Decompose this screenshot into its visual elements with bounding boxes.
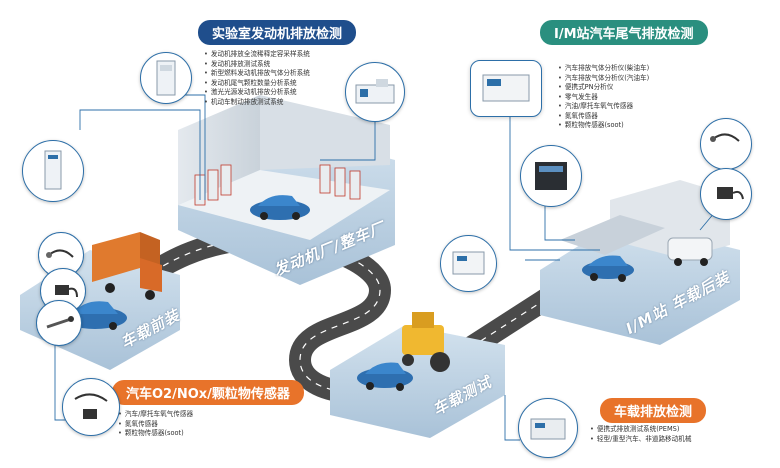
- soot-sensor-icon: [36, 300, 82, 346]
- cabinet-icon: [22, 140, 84, 202]
- onboard-platform: [330, 325, 505, 438]
- sensor-kit-icon: [62, 378, 120, 436]
- onboard-car-icon: [357, 362, 413, 391]
- analyzer-icon: [140, 52, 192, 104]
- list-item: 氮氧传感器: [118, 420, 193, 430]
- list-item: 发动机尾气颗粒数量分析系统: [204, 79, 310, 89]
- lab-bench-icon: [345, 62, 405, 122]
- list-item: 轻型/重型汽车、非道路移动机械: [590, 435, 692, 445]
- gas-analyzer-icon: [470, 60, 542, 117]
- sensor-items: 汽车/摩托车氧气传感器 氮氧传感器 颗粒物传感器(soot): [118, 410, 193, 439]
- portable-analyzer-icon: [440, 235, 497, 292]
- onboard-items: 便携式排放测试系统(PEMS) 轻型/重型汽车、非道路移动机械: [590, 425, 692, 445]
- im-car-icon: [582, 255, 634, 282]
- im-title: I/M站汽车尾气排放检测: [540, 20, 708, 45]
- list-item: 颗粒物传感器(soot): [118, 429, 193, 439]
- van-icon: [667, 237, 713, 266]
- truck-icon: [92, 232, 162, 300]
- lab-wall-right: [260, 95, 390, 170]
- road-centerline: [99, 238, 561, 394]
- im-connector-1: [509, 110, 600, 251]
- probe-icon: [700, 118, 752, 170]
- sensor-icon: [700, 168, 752, 220]
- lab-car-icon: [250, 195, 310, 220]
- tractor-icon: [402, 312, 450, 372]
- list-item: 汽车/摩托车氧气传感器: [118, 410, 193, 420]
- im-items: 汽车排放气体分析仪(柴油车) 汽车排放气体分析仪(汽油车) 便携式PN分析仪 零…: [558, 64, 649, 131]
- list-item: 发动机排放全流稀释定容采样系统: [204, 50, 310, 60]
- lab-connector-3: [320, 110, 376, 161]
- list-item: 便携式排放测试系统(PEMS): [590, 425, 691, 435]
- lab-title: 实验室发动机排放检测: [198, 20, 357, 45]
- list-item: 发动机排放测试系统: [204, 60, 310, 70]
- lab-items: 发动机排放全流稀释定容采样系统 发动机排放测试系统 新型燃料发动机排放气体分析系…: [204, 50, 310, 107]
- lab-connector-1: [79, 109, 201, 200]
- exhaust-analyzer-icon: [520, 145, 582, 207]
- list-item: 机动车制动排放测试系统: [204, 98, 310, 108]
- list-item: 激光光源发动机排放分析系统: [204, 88, 310, 98]
- list-item: 汽油/摩托车氧气传感器: [558, 102, 649, 112]
- pems-icon: [518, 398, 578, 458]
- list-item: 汽车排放气体分析仪(汽油车): [558, 74, 649, 84]
- list-item: 新型燃料发动机排放气体分析系统: [204, 69, 310, 79]
- list-item: 零气发生器: [558, 93, 649, 103]
- im-canopy: [560, 215, 665, 255]
- list-item: 氮氧传感器: [558, 112, 649, 122]
- onboard-title: 车载排放检测: [600, 398, 707, 423]
- list-item: 颗粒物传感器(soot): [558, 121, 649, 131]
- list-item: 汽车排放气体分析仪(柴油车): [558, 64, 649, 74]
- list-item: 便携式PN分析仪: [558, 83, 649, 93]
- onboard-connector: [504, 395, 520, 441]
- sensors-title: 汽车O2/NOx/颗粒物传感器: [112, 380, 304, 405]
